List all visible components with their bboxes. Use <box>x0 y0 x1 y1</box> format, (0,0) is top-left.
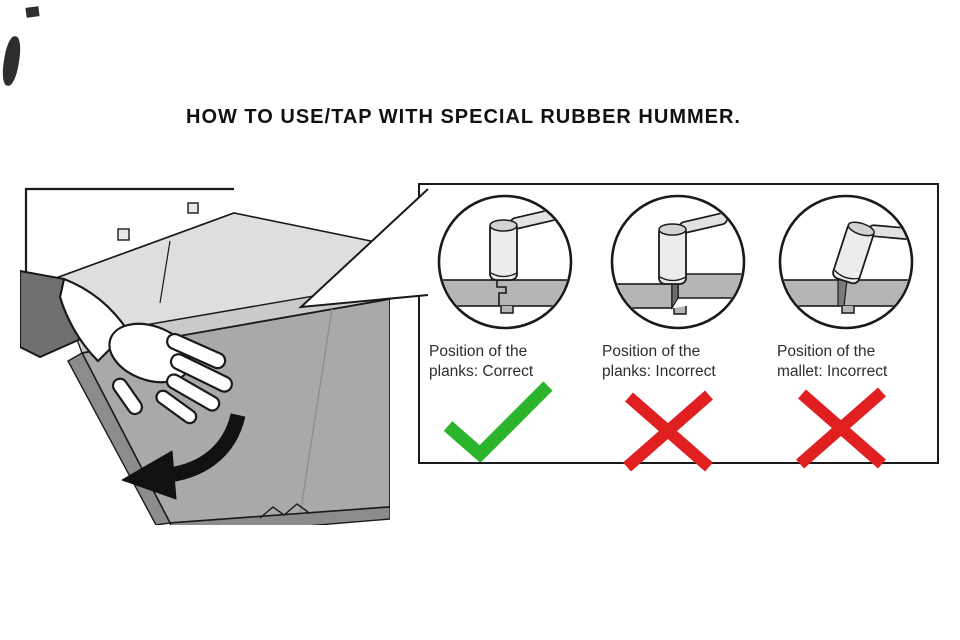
cross-icon <box>623 390 713 472</box>
detail-panel: Position of the planks: Correct <box>418 183 939 472</box>
cross-icon <box>796 387 886 469</box>
planks-correct-diagram <box>437 194 573 330</box>
page-title: HOW TO USE/TAP WITH SPECIAL RUBBER HUMME… <box>186 106 741 128</box>
planks-incorrect-diagram <box>610 194 746 330</box>
scan-artifact <box>0 35 23 87</box>
mallet-icon <box>489 208 559 281</box>
panel-column-mallet-incorrect: Position of the mallet: Incorrect <box>776 185 946 469</box>
direction-arrow-icon <box>121 413 246 500</box>
callout-pointer <box>298 188 429 309</box>
hand-illustration <box>20 269 233 425</box>
panel-column-planks-incorrect: Position of the planks: Incorrect <box>601 185 771 472</box>
diagram-caption: Position of the planks: Correct <box>429 343 534 380</box>
panel-column-correct: Position of the planks: Correct <box>428 185 598 462</box>
mallet-icon <box>832 221 911 285</box>
check-icon <box>443 381 553 462</box>
mallet-icon <box>658 212 728 285</box>
diagram-caption: Position of the planks: Incorrect <box>602 343 716 380</box>
plank-installation-illustration <box>20 187 390 525</box>
diagram-caption: Position of the mallet: Incorrect <box>777 343 888 380</box>
mallet-incorrect-diagram <box>778 194 914 330</box>
scan-artifact <box>25 6 40 18</box>
